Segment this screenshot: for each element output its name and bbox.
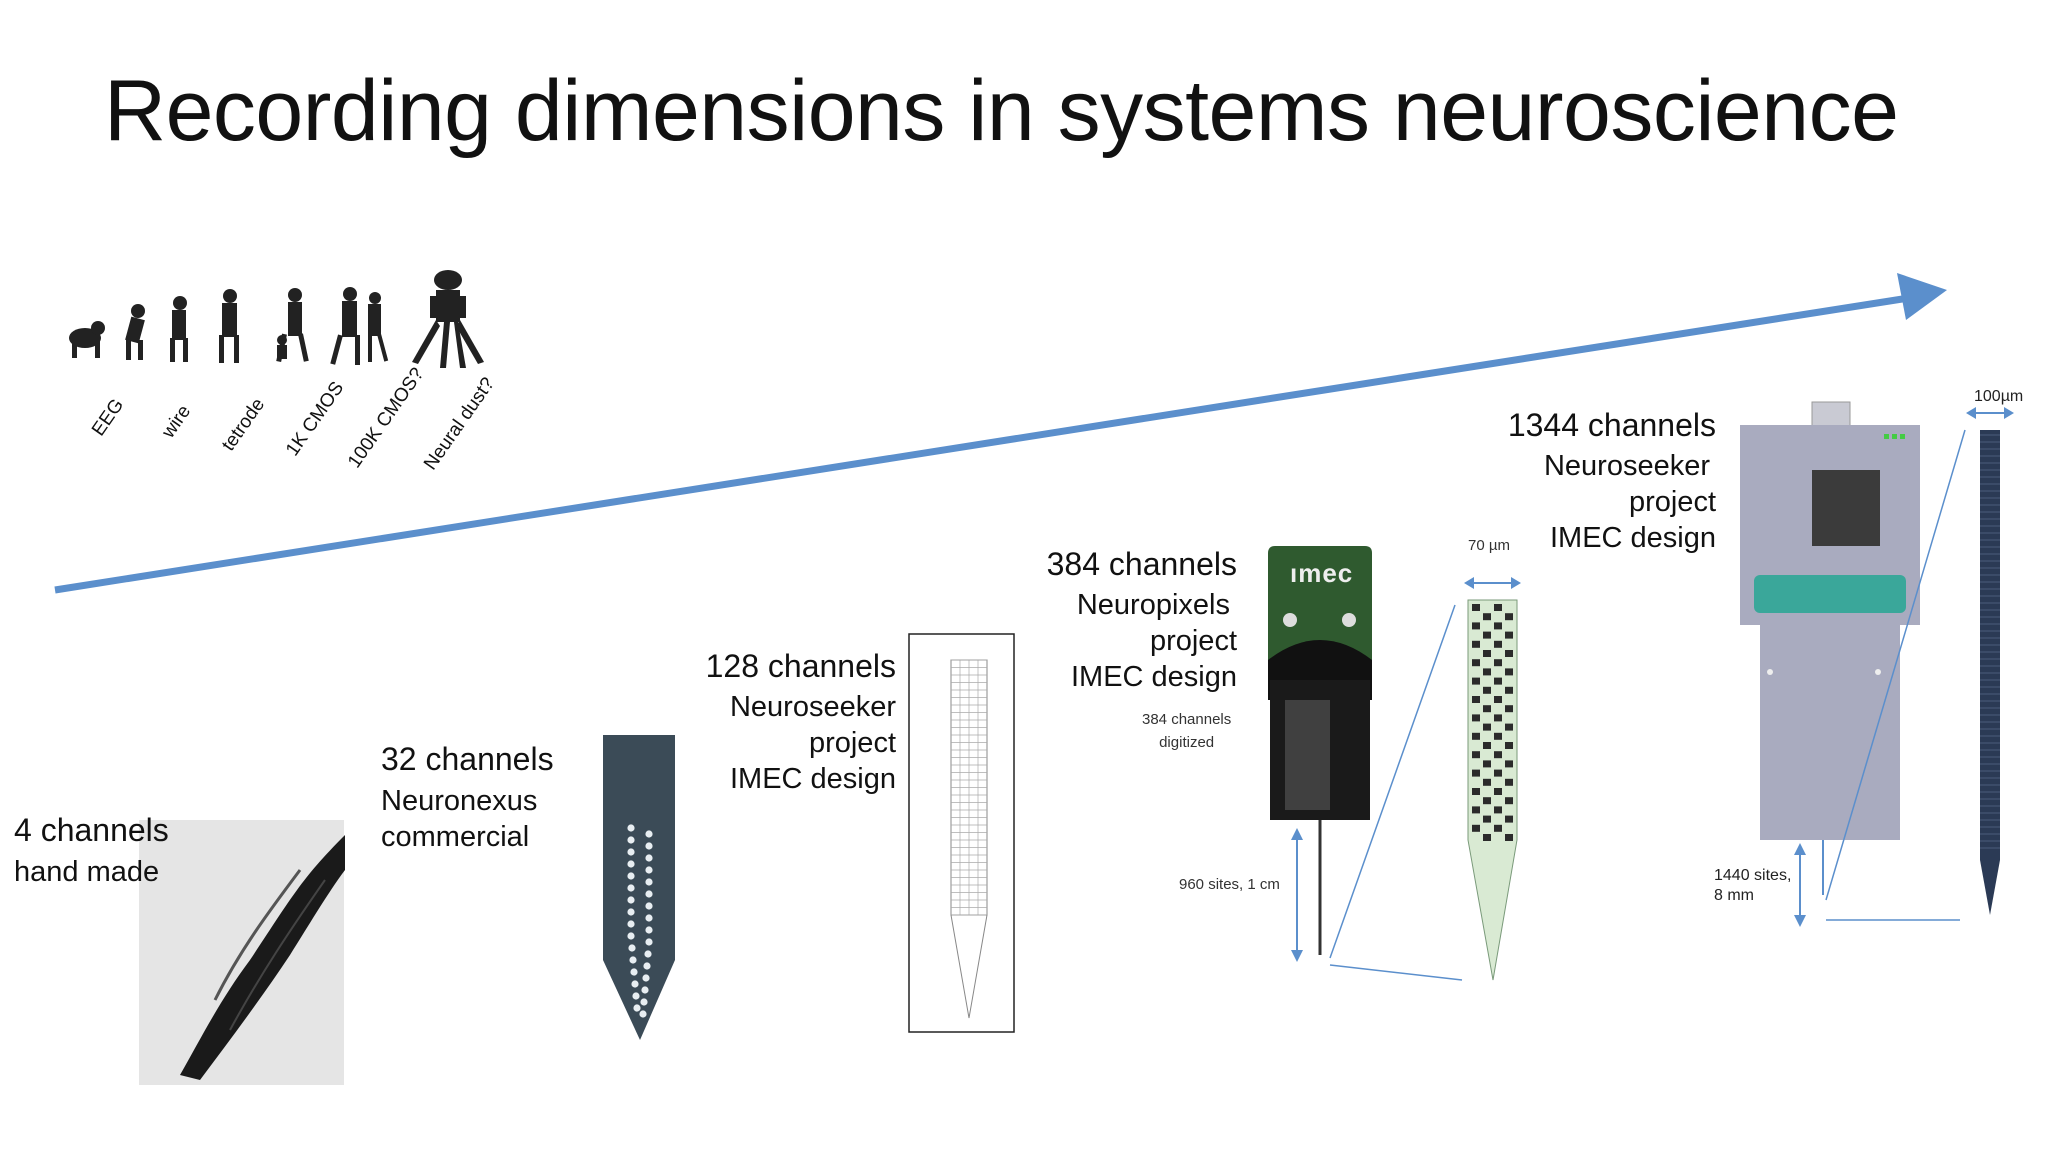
sites-1440-line1: 1440 sites, bbox=[1714, 867, 1792, 884]
trend-arrow bbox=[54, 273, 1947, 594]
probe-desc-1344-line2: project bbox=[1628, 486, 1716, 518]
evolution-silhouettes bbox=[69, 270, 484, 368]
neuropixels-shank-zoom bbox=[1464, 577, 1521, 981]
probe-desc-384-line2: project bbox=[1149, 625, 1237, 657]
probe-desc-128-line3: IMEC design bbox=[729, 763, 896, 795]
neuroseeker-1344-board bbox=[1740, 401, 1966, 927]
digitized-note-line1: 384 channels bbox=[1142, 711, 1232, 728]
probe-desc-1344-line1: Neuroseeker bbox=[1543, 450, 1710, 482]
width-70-label: 70 µm bbox=[1468, 537, 1510, 554]
neuropixels-probe bbox=[1268, 546, 1463, 981]
neuronexus-probe bbox=[603, 735, 675, 1040]
sites-1440-line2: 8 mm bbox=[1714, 887, 1754, 904]
probe-channels-1344: 1344 channels bbox=[1507, 407, 1716, 443]
probe-desc-1344-line3: IMEC design bbox=[1549, 522, 1716, 554]
digitized-note: 384 channels digitized bbox=[1142, 708, 1231, 754]
couple-icon bbox=[330, 287, 389, 365]
probe-desc-32-line2: commercial bbox=[381, 821, 530, 853]
probe-channels-384: 384 channels bbox=[1046, 546, 1237, 582]
digitized-note-line2: digitized bbox=[1159, 734, 1215, 751]
human-icon bbox=[219, 289, 239, 363]
neuroseeker-128-probe bbox=[908, 633, 1015, 1033]
robot-icon bbox=[412, 270, 484, 368]
probe-channels-4: 4 channels bbox=[14, 812, 169, 848]
probe-desc-128-line2: project bbox=[808, 727, 896, 759]
probe-channels-32: 32 channels bbox=[381, 741, 554, 777]
imec-logo: ımec bbox=[1290, 558, 1354, 588]
probe-channels-128: 128 channels bbox=[705, 648, 896, 684]
probe-desc-384-line3: IMEC design bbox=[1070, 661, 1237, 693]
probe-desc-384-line1: Neuropixels bbox=[1076, 589, 1230, 621]
probe-desc-4: hand made bbox=[14, 856, 160, 888]
early-human-icon bbox=[125, 304, 145, 360]
probe-desc-128-line1: Neuroseeker bbox=[729, 691, 896, 723]
human-walking-icon bbox=[276, 288, 309, 363]
width-100-label: 100µm bbox=[1974, 388, 2024, 405]
sites-1440-label: 1440 sites, 8 mm bbox=[1714, 866, 1791, 906]
ape-icon bbox=[69, 321, 105, 358]
hominid-icon bbox=[170, 296, 188, 362]
tetrode-photo bbox=[139, 820, 345, 1085]
sites-960-label: 960 sites, 1 cm bbox=[1179, 876, 1280, 893]
probe-desc-32-line1: Neuronexus bbox=[381, 785, 538, 817]
neuroseeker-1344-shank-zoom bbox=[1966, 407, 2014, 915]
slide-title: Recording dimensions in systems neurosci… bbox=[104, 63, 1899, 159]
